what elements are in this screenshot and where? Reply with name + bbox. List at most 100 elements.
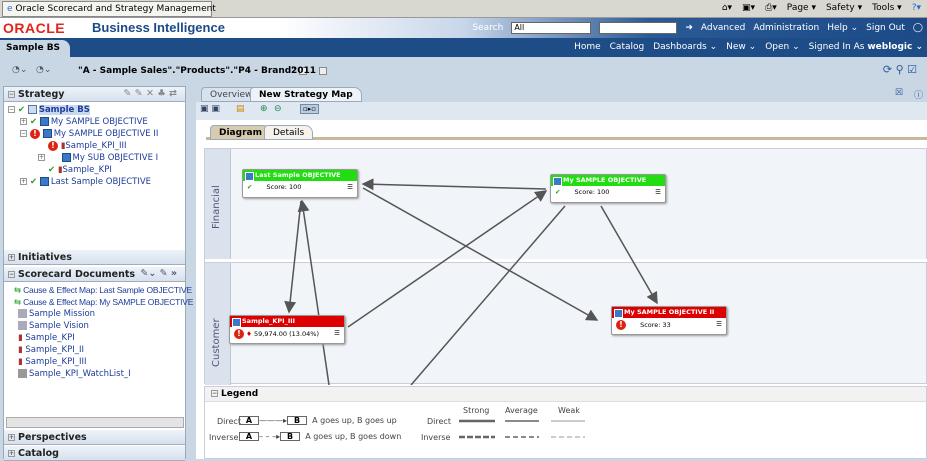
tools-menu[interactable]: Tools ▾	[872, 3, 902, 13]
list-item[interactable]: ⇆ Cause & Effect Map: Last Sample OBJECT…	[14, 285, 192, 295]
pov-year[interactable]: 2011	[291, 66, 328, 76]
zoom-out-icon[interactable]: ⊖	[274, 104, 282, 114]
home-link[interactable]: Home	[574, 42, 601, 52]
scorecard-tab[interactable]: Sample BS	[0, 40, 70, 57]
legend-header[interactable]: −Legend	[205, 387, 926, 402]
toolbar-icons[interactable]: ⟳ ⚲ ☑	[882, 63, 917, 76]
legend-strong: Strong	[463, 406, 490, 415]
product-name: Business Intelligence	[92, 20, 225, 35]
causal-link[interactable]	[347, 190, 548, 328]
node-my-sample-objective-ii[interactable]: My SAMPLE OBJECTIVE II! Score: 33☰	[611, 306, 727, 335]
save-icon[interactable]: ▣ ▣	[200, 104, 220, 114]
causal-link[interactable]	[297, 199, 330, 385]
search-go-icon[interactable]: ➜	[685, 23, 693, 33]
search-input[interactable]	[599, 22, 678, 34]
legend-direct-label: Direct	[427, 417, 451, 426]
strategy-map-canvas[interactable]: Financial Customer Last Sample OBJECTIVE…	[204, 148, 927, 385]
oracle-ring-icon: ◯	[912, 23, 923, 33]
list-item[interactable]: ▮ Sample_KPI_II	[18, 345, 84, 355]
tree-item[interactable]: −✔ Sample BS	[8, 105, 90, 115]
causal-link[interactable]	[410, 205, 566, 385]
kpi-icon: ▮	[57, 165, 63, 175]
left-panel: −Strategy✎ ✎ ✕ ♣ ⇄ −✔ Sample BS +✔ My SA…	[3, 86, 193, 461]
error-icon: !	[234, 329, 244, 339]
page-menu[interactable]: Page ▾	[786, 3, 816, 13]
browser-tab[interactable]: e Oracle Scorecard and Strategy Manageme…	[2, 1, 216, 17]
signed-in-label: Signed In As	[808, 42, 865, 52]
subtab-diagram[interactable]: Diagram	[210, 125, 271, 140]
node-last-sample-objective[interactable]: Last Sample OBJECTIVE✔ Score: 100☰	[242, 169, 358, 198]
list-item[interactable]: ⇆ Cause & Effect Map: My SAMPLE OBJECTIV…	[14, 297, 194, 307]
tab-title: Oracle Scorecard and Strategy Management	[15, 4, 216, 14]
node-sample-kpi-iii[interactable]: Sample_KPI_III! ♦ 59,974.00 (13.04%)☰	[229, 315, 345, 344]
home-icon[interactable]: ⌂▾	[721, 3, 733, 13]
history-forward-icon[interactable]: ◔⌄	[36, 65, 52, 75]
ok-icon: ✔	[247, 183, 253, 191]
legend-average: Average	[505, 406, 538, 415]
documents-actions-icons[interactable]: ✎⌄ ✎ »	[140, 268, 177, 279]
print-icon[interactable]: ⎙▾	[765, 3, 777, 13]
error-icon: !	[616, 320, 626, 330]
feeds-icon[interactable]: ▣▾	[742, 3, 756, 13]
list-item[interactable]: Sample Mission	[18, 309, 95, 319]
open-menu[interactable]: Open ⌄	[765, 42, 800, 52]
causal-link[interactable]	[284, 200, 302, 314]
zoom-in-icon[interactable]: ⊕	[260, 104, 268, 114]
dashboards-menu[interactable]: Dashboards ⌄	[653, 42, 718, 52]
pov-toolbar: ◔⌄ ◔⌄ "A - Sample Sales"."Products"."P4 …	[0, 57, 927, 84]
initiatives-header[interactable]: +Initiatives	[4, 250, 185, 265]
tree-item[interactable]: −! My SAMPLE OBJECTIVE II	[20, 129, 159, 139]
causal-link[interactable]	[362, 187, 599, 321]
documents-header[interactable]: −Scorecard Documents✎⌄ ✎ »	[4, 267, 185, 282]
ok-icon: ✔	[555, 188, 561, 196]
sign-out-link[interactable]: Sign Out	[866, 23, 905, 33]
list-item[interactable]: Sample Vision	[18, 321, 89, 331]
causal-link[interactable]	[361, 178, 547, 191]
help-link[interactable]: Help ⌄	[827, 23, 859, 33]
dropdown-icon[interactable]	[298, 66, 307, 75]
pov-dimension[interactable]: "A - Sample Sales"."Products"."P4 - Bran…	[78, 66, 307, 76]
dropdown-icon[interactable]	[319, 66, 328, 75]
help-icon[interactable]: ?▾	[911, 3, 921, 13]
map-toolbar: ▣ ▣ ▤ ⊕ ⊖ ▫▸▫	[196, 102, 927, 120]
kpi-icon: ▮	[60, 141, 66, 151]
legend-panel: −Legend Direct Inverse A———▸B A goes up,…	[204, 386, 927, 459]
search-scope-select[interactable]: All	[511, 22, 592, 34]
tree-item[interactable]: ✔ ▮Sample_KPI	[48, 165, 112, 175]
link-mode-icon[interactable]: ▫▸▫	[300, 104, 320, 114]
tree-item[interactable]: +✔ My SAMPLE OBJECTIVE	[20, 117, 148, 127]
close-icon[interactable]: ☒	[894, 88, 903, 98]
strategy-actions-icons[interactable]: ✎ ✎ ✕ ♣ ⇄	[123, 88, 177, 99]
legend-inverse-example: A– – –▸B A goes up, B goes down	[239, 432, 401, 441]
tab-new-strategy-map[interactable]: New Strategy Map	[250, 87, 362, 102]
global-nav: Home Catalog Dashboards ⌄ New ⌄ Open ⌄ S…	[0, 38, 927, 57]
list-item[interactable]: ▮ Sample_KPI_III	[18, 357, 87, 367]
tree-item[interactable]: +✔ Last Sample OBJECTIVE	[20, 177, 152, 187]
legend-weak: Weak	[558, 406, 580, 415]
perspectives-header[interactable]: +Perspectives	[4, 430, 185, 445]
new-menu[interactable]: New ⌄	[726, 42, 757, 52]
oracle-logo: ORACLE	[3, 20, 66, 36]
menu-icon: ☰	[655, 188, 661, 196]
help-icon[interactable]: ⓘ	[913, 91, 923, 101]
tree-item[interactable]: + My SUB OBJECTIVE I	[38, 153, 159, 163]
advanced-link[interactable]: Advanced	[700, 23, 746, 33]
causal-links	[284, 178, 658, 385]
causal-link[interactable]	[600, 205, 658, 305]
list-item[interactable]: Sample_KPI_WatchList_I	[18, 369, 131, 379]
administration-link[interactable]: Administration	[753, 23, 820, 33]
catalog-link[interactable]: Catalog	[609, 42, 645, 52]
strategy-header[interactable]: −Strategy✎ ✎ ✕ ♣ ⇄	[4, 87, 185, 102]
properties-icon[interactable]: ▤	[236, 104, 245, 114]
horizontal-scrollbar[interactable]	[6, 417, 184, 428]
app-header: ORACLE Business Intelligence Search All …	[0, 18, 927, 38]
legend-inverse-label: Inverse	[209, 433, 239, 442]
list-item[interactable]: ▮ Sample_KPI	[18, 333, 75, 343]
menu-icon: ☰	[716, 320, 722, 328]
node-my-sample-objective[interactable]: My SAMPLE OBJECTIVE✔ Score: 100☰	[550, 174, 666, 203]
history-back-icon[interactable]: ◔⌄	[12, 65, 28, 75]
tree-item[interactable]: ! ▮Sample_KPI_III	[48, 141, 127, 151]
user-menu[interactable]: weblogic ⌄	[867, 42, 923, 52]
safety-menu[interactable]: Safety ▾	[825, 3, 863, 13]
subtab-details[interactable]: Details	[264, 125, 314, 140]
